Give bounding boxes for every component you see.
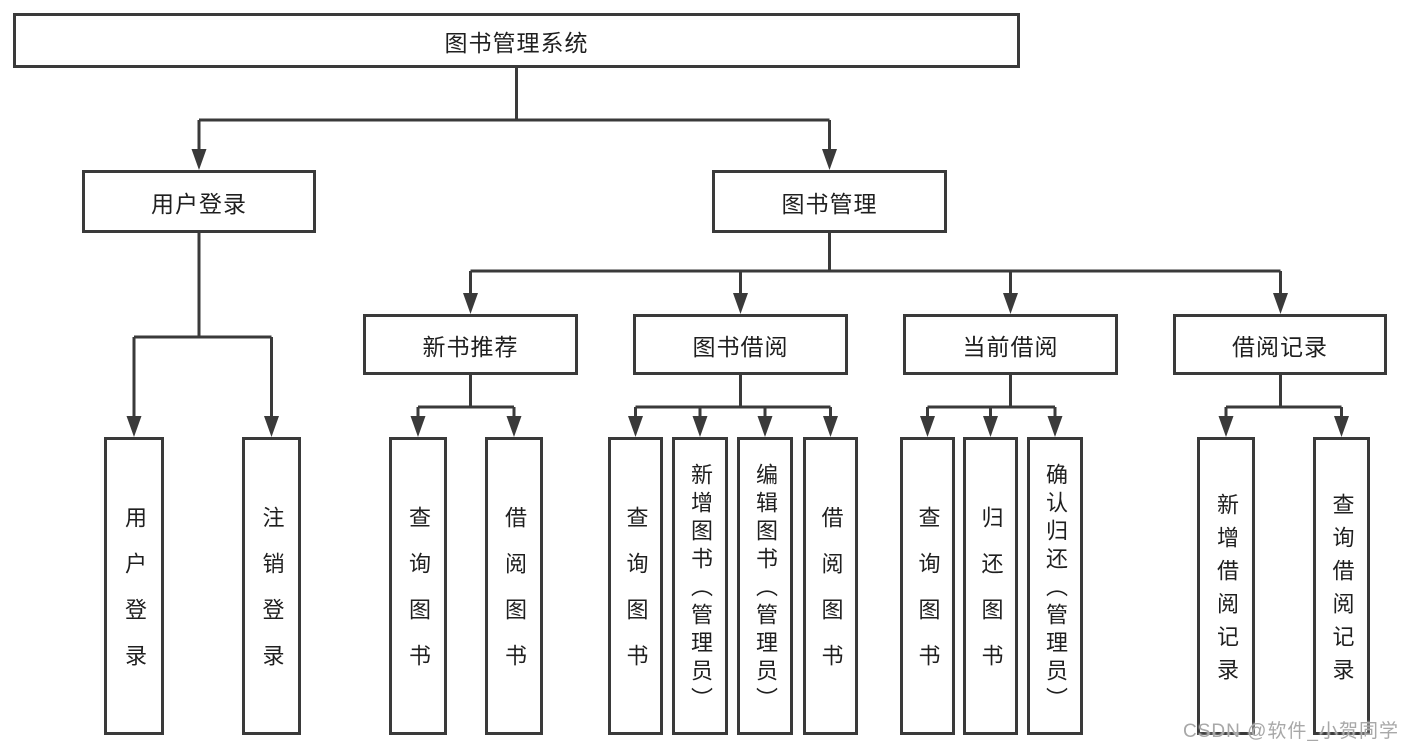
leaf-query-book-3-label: 查询图书 — [915, 506, 941, 690]
connector-current-borrow — [926, 374, 1057, 419]
node-user-login-label: 用户登录 — [151, 190, 247, 217]
leaf-borrow-book-1: 借阅图书 — [485, 437, 543, 735]
arrow-icon — [1218, 416, 1234, 437]
leaf-query-book-3: 查询图书 — [900, 437, 955, 735]
node-user-login: 用户登录 — [82, 170, 316, 233]
leaf-query-book-2-label: 查询图书 — [623, 506, 649, 690]
node-new-book-recommend-label: 新书推荐 — [422, 333, 519, 360]
leaf-logout-label: 注销登录 — [259, 506, 285, 690]
leaf-borrow-book-2-label: 借阅图书 — [818, 506, 844, 690]
connector-book-borrow — [634, 374, 832, 419]
arrow-icon — [628, 416, 643, 437]
arrow-icon — [983, 416, 998, 437]
leaf-user-login: 用户登录 — [104, 437, 164, 735]
leaf-query-book-1: 查询图书 — [389, 437, 447, 735]
connector-book-management — [469, 233, 1282, 296]
connector-borrow-record — [1224, 374, 1343, 419]
arrow-icon — [410, 416, 426, 437]
leaf-confirm-return-admin-label: 确认归还（管理员） — [1043, 463, 1068, 715]
connector-root — [197, 68, 831, 152]
arrow-icon — [463, 293, 478, 314]
arrow-icon — [757, 416, 773, 437]
arrow-icon — [920, 416, 935, 437]
arrow-icon — [823, 416, 838, 437]
arrow-icon — [1003, 293, 1018, 314]
node-root: 图书管理系统 — [13, 13, 1020, 68]
node-book-borrow-label: 图书借阅 — [692, 333, 789, 360]
leaf-add-borrow-record-label: 新增借阅记录 — [1214, 492, 1239, 691]
node-borrow-record-label: 借阅记录 — [1232, 333, 1328, 360]
node-current-borrow: 当前借阅 — [903, 314, 1118, 375]
leaf-edit-book-admin: 编辑图书（管理员） — [737, 437, 793, 735]
arrow-icon — [692, 416, 708, 437]
node-new-book-recommend: 新书推荐 — [363, 314, 578, 375]
leaf-logout: 注销登录 — [242, 437, 301, 735]
arrow-icon — [733, 293, 748, 314]
arrow-icon — [1047, 416, 1063, 437]
leaf-edit-book-admin-label: 编辑图书（管理员） — [753, 463, 778, 715]
leaf-confirm-return-admin: 确认归还（管理员） — [1027, 437, 1083, 735]
leaf-query-book-2: 查询图书 — [608, 437, 663, 735]
leaf-user-login-label: 用户登录 — [122, 506, 147, 690]
node-book-management: 图书管理 — [712, 170, 947, 233]
leaf-add-borrow-record: 新增借阅记录 — [1197, 437, 1255, 735]
connector-new-book-recommend — [416, 374, 516, 419]
node-borrow-record: 借阅记录 — [1173, 314, 1387, 375]
arrow-icon — [506, 416, 522, 437]
leaf-query-borrow-record-label: 查询借阅记录 — [1329, 492, 1355, 691]
watermark: CSDN @软件_小贺同学 — [1183, 721, 1399, 742]
arrow-icon — [191, 149, 207, 170]
node-root-label: 图书管理系统 — [444, 29, 589, 56]
arrow-icon — [1273, 293, 1288, 314]
arrow-icon — [822, 149, 837, 170]
arrow-icon — [264, 416, 279, 437]
leaf-add-book-admin: 新增图书（管理员） — [672, 437, 728, 735]
leaf-query-book-1-label: 查询图书 — [406, 506, 431, 690]
node-book-management-label: 图书管理 — [781, 190, 878, 217]
connector-user-login — [132, 233, 273, 419]
leaf-return-book-label: 归还图书 — [978, 506, 1004, 690]
arrow-icon — [126, 416, 142, 437]
leaf-return-book: 归还图书 — [963, 437, 1018, 735]
leaf-query-borrow-record: 查询借阅记录 — [1313, 437, 1370, 735]
leaf-add-book-admin-label: 新增图书（管理员） — [688, 463, 713, 715]
node-current-borrow-label: 当前借阅 — [962, 333, 1059, 360]
leaf-borrow-book-1-label: 借阅图书 — [502, 506, 527, 690]
arrow-icon — [1334, 416, 1349, 437]
leaf-borrow-book-2: 借阅图书 — [803, 437, 858, 735]
node-book-borrow: 图书借阅 — [633, 314, 848, 375]
